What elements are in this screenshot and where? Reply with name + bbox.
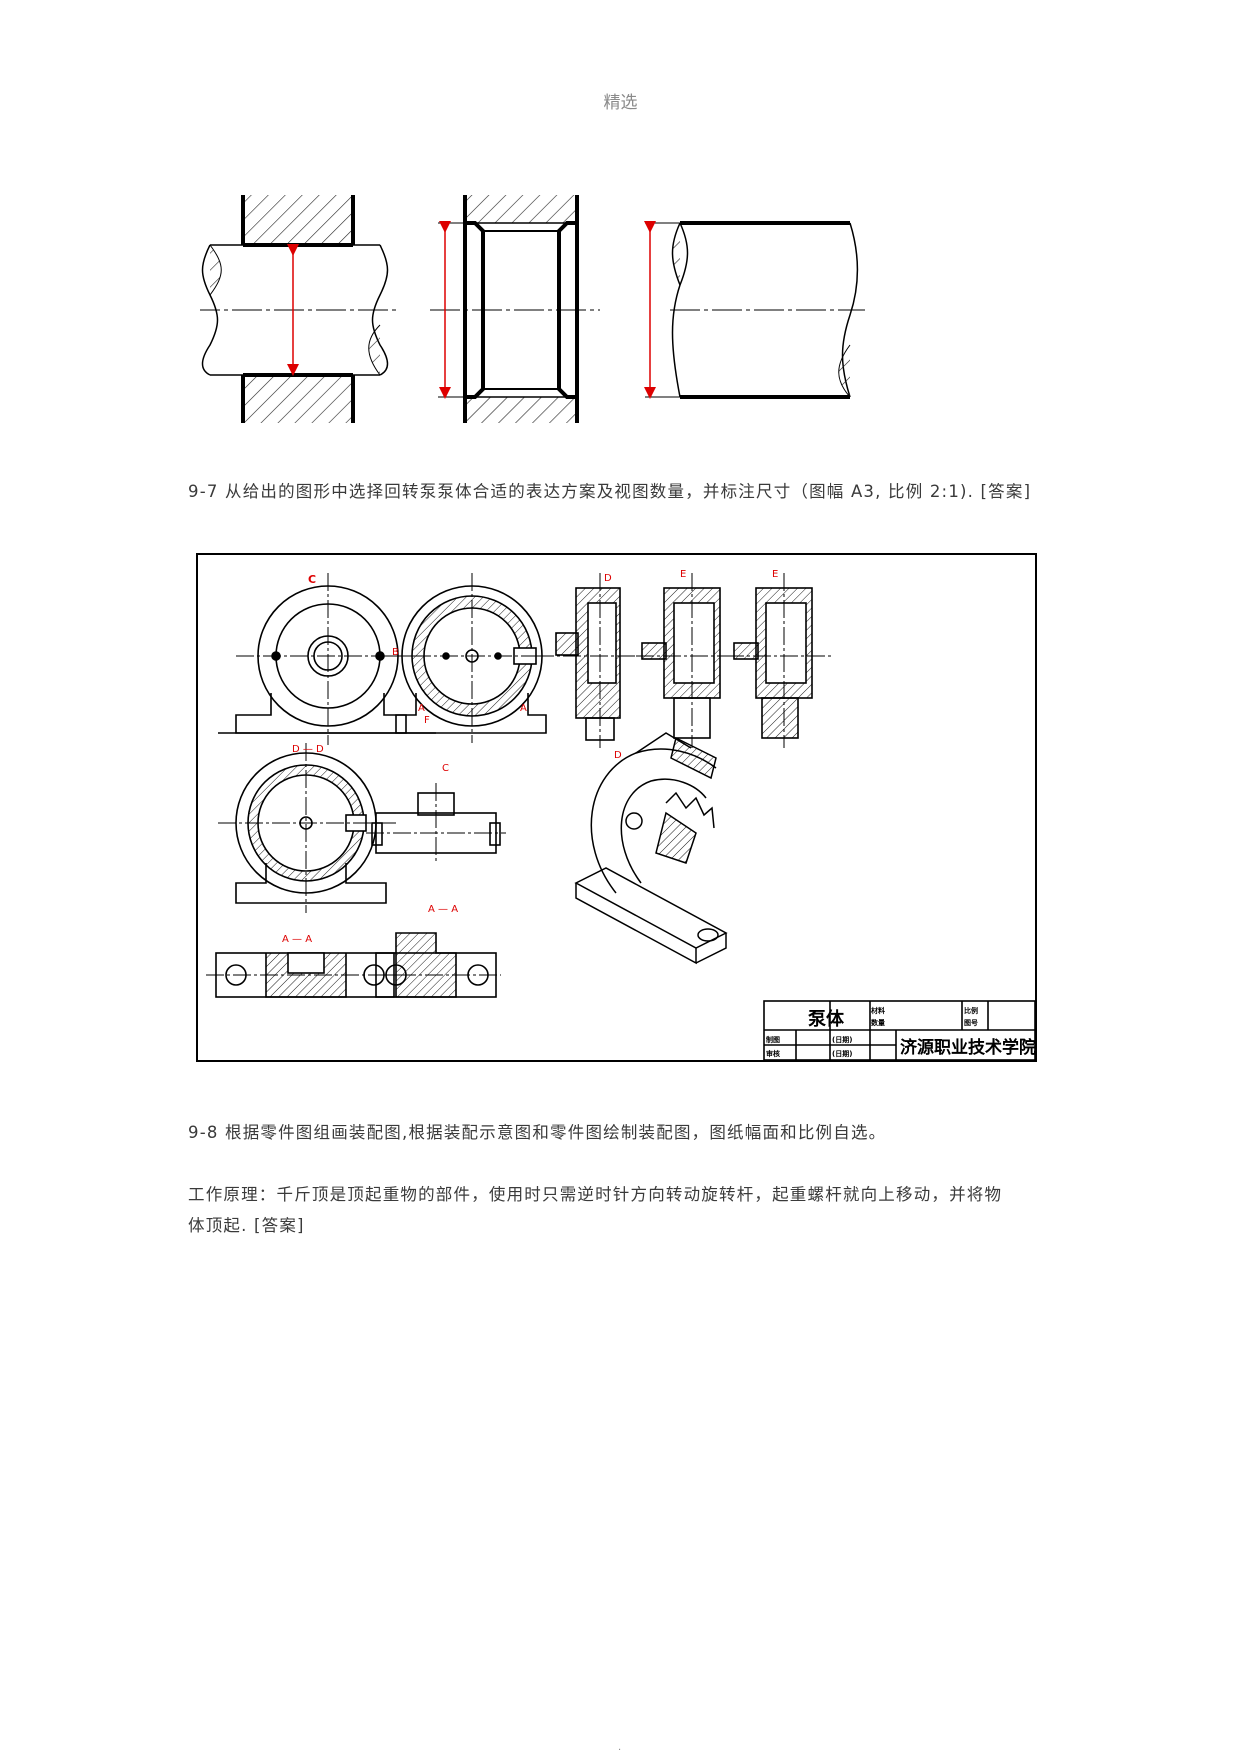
pump-body-drawing: C B A A F D D E [196, 553, 1037, 1062]
footer-mark: . [618, 1742, 622, 1753]
title-block-date2: (日期) [832, 1049, 852, 1058]
working-principle-line2: 体顶起. [答案] [188, 1216, 305, 1235]
exercise-9-8-text: 9-8 根据零件图组画装配图,根据装配示意图和零件图绘制装配图，图纸幅面和比例自… [188, 1123, 887, 1142]
diagram-threaded-shaft [644, 221, 865, 399]
title-block-scale: 比例 [964, 1006, 978, 1015]
label-aa-2: A — A [428, 904, 458, 915]
thread-diagrams-figure [200, 195, 865, 423]
title-block [763, 1000, 1036, 1061]
label-b: B [392, 647, 399, 658]
title-block-qty: 数量 [871, 1018, 885, 1027]
title-block-drawno: 图号 [964, 1018, 978, 1027]
label-e2: E [772, 569, 778, 580]
label-a-left: A [418, 703, 425, 714]
title-block-checked: 审核 [766, 1049, 780, 1058]
label-c-top: C [308, 573, 316, 586]
label-d-bottom: D [614, 750, 622, 761]
title-block-part-name: 泵体 [808, 1008, 845, 1030]
label-aa-1: A — A [282, 934, 312, 945]
title-block-material: 材料 [870, 1006, 885, 1015]
view-section-d-side [536, 573, 636, 748]
view-section-aa-2 [371, 932, 501, 998]
label-e1: E [680, 569, 686, 580]
label-dd: D — D [292, 744, 324, 755]
label-f: F [424, 715, 430, 726]
view-section-e1 [636, 573, 736, 748]
view-top-c [366, 783, 506, 863]
diagram-hole-section [430, 195, 600, 423]
label-d-top: D [604, 573, 612, 584]
diagram-shaft-in-hole [200, 195, 400, 423]
title-block-drawn: 制图 [766, 1035, 780, 1044]
view-section-e2 [726, 573, 831, 748]
title-block-school: 济源职业技术学院 [900, 1037, 1036, 1058]
page-header: 精选 [603, 93, 638, 113]
label-c-arrow: C [442, 763, 449, 774]
title-block-date1: (日期) [832, 1035, 852, 1044]
label-a-right: A [520, 703, 527, 714]
working-principle-line1: 工作原理：千斤顶是顶起重物的部件，使用时只需逆时针方向转动旋转杆，起重螺杆就向上… [188, 1185, 1003, 1204]
isometric-view [574, 732, 728, 965]
exercise-9-7-text: 9-7 从给出的图形中选择回转泵泵体合适的表达方案及视图数量，并标注尺寸（图幅 … [188, 482, 1032, 501]
view-section-b [386, 573, 547, 743]
view-section-dd [218, 743, 396, 913]
